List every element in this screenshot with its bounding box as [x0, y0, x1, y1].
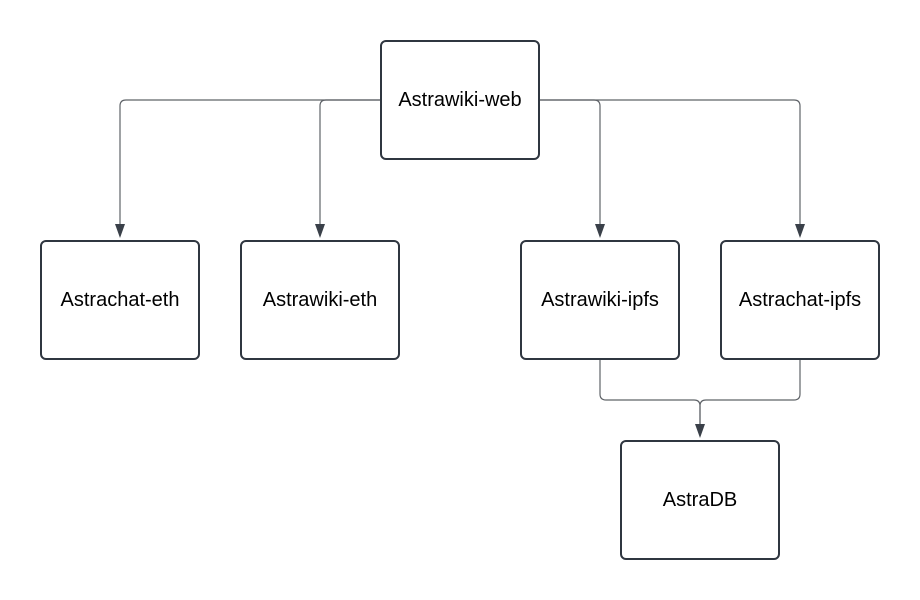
node-astrachat-eth[interactable]: Astrachat-eth	[40, 240, 200, 360]
arrowhead-astrachat-eth	[115, 224, 125, 238]
node-astrachat-ipfs[interactable]: Astrachat-ipfs	[720, 240, 880, 360]
node-astrawiki-web[interactable]: Astrawiki-web	[380, 40, 540, 160]
arrowhead-astrawiki-eth	[315, 224, 325, 238]
edge-web-to-astrawiki-ipfs	[540, 99, 601, 226]
node-astrawiki-ipfs[interactable]: Astrawiki-ipfs	[520, 240, 680, 360]
node-label: Astrawiki-web	[398, 88, 522, 111]
arrowhead-astradb	[695, 424, 705, 438]
edge-astrawiki-ipfs-to-astradb	[599, 360, 701, 426]
edge-web-to-astrawiki-eth	[319, 99, 380, 226]
node-astrawiki-eth[interactable]: Astrawiki-eth	[240, 240, 400, 360]
node-label: Astrachat-ipfs	[738, 288, 862, 311]
node-astradb[interactable]: AstraDB	[620, 440, 780, 560]
arrowhead-astrachat-ipfs	[795, 224, 805, 238]
arrowhead-astrawiki-ipfs	[595, 224, 605, 238]
node-label: Astrawiki-ipfs	[541, 288, 659, 311]
edge-astrachat-ipfs-to-astradb	[699, 360, 801, 426]
node-label: Astrawiki-eth	[262, 288, 378, 311]
edge-web-to-astrachat-eth	[119, 99, 380, 226]
edges	[119, 99, 801, 426]
node-label: Astrachat-eth	[60, 288, 180, 311]
node-label: AstraDB	[662, 488, 738, 511]
arrowheads	[115, 224, 805, 438]
edge-web-to-astrachat-ipfs	[540, 99, 801, 226]
